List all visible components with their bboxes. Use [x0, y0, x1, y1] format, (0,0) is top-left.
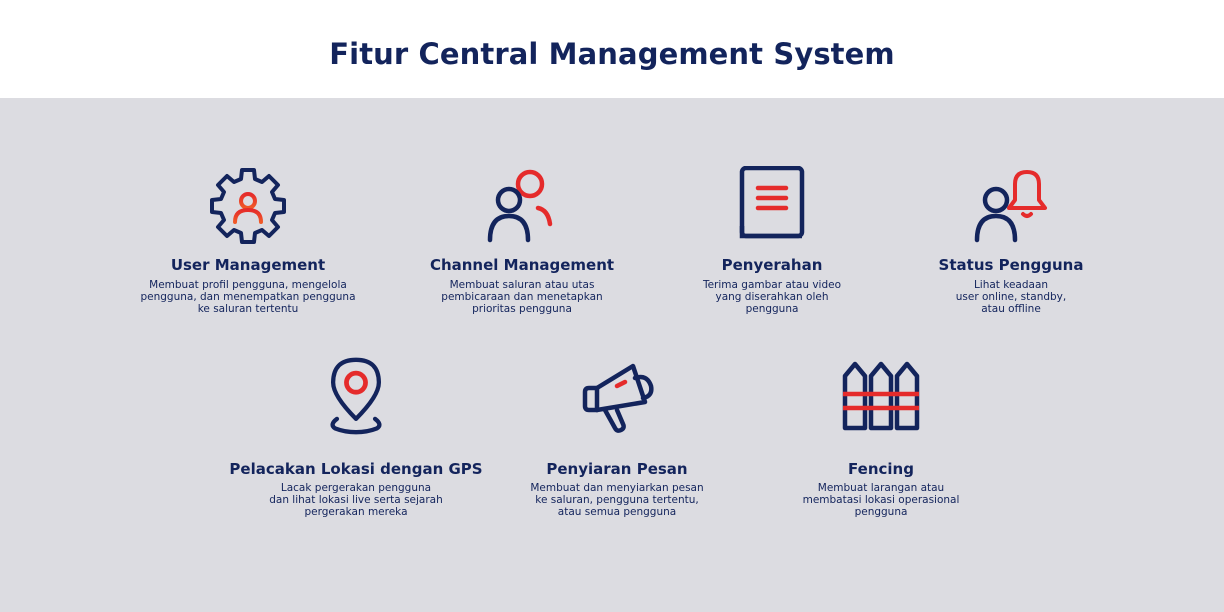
- desc-line: atau offline: [981, 303, 1041, 315]
- megaphone-icon: [577, 356, 657, 436]
- feature-description: Terima gambar atau video yang diserahkan…: [652, 279, 892, 315]
- desc-line: yang diserahkan oleh: [715, 291, 829, 303]
- feature-title: Pelacakan Lokasi dengan GPS: [229, 460, 483, 478]
- desc-line: atau semua pengguna: [557, 506, 677, 518]
- desc-line: pengguna, dan menempatkan pengguna: [140, 291, 356, 303]
- desc-line: Membuat profil pengguna, mengelola: [149, 279, 347, 291]
- feature-title: Fencing: [848, 460, 914, 478]
- features-panel: User Management Membuat profil pengguna,…: [0, 98, 1224, 612]
- location-pin-icon: [316, 356, 396, 436]
- desc-line: Membuat larangan atau: [817, 482, 945, 494]
- feature-title: User Management: [170, 256, 326, 274]
- desc-line: pengguna: [745, 303, 799, 315]
- feature-description: Membuat profil pengguna, mengelola pengg…: [128, 279, 368, 315]
- page-title: Fitur Central Management System: [329, 37, 895, 71]
- desc-line: pengguna: [854, 506, 908, 518]
- desc-line: Membuat dan menyiarkan pesan: [530, 482, 704, 494]
- desc-line: Terima gambar atau video: [702, 279, 842, 291]
- feature-description: Membuat dan menyiarkan pesan ke saluran,…: [497, 482, 737, 518]
- feature-description: Lacak pergerakan pengguna dan lihat loka…: [236, 482, 476, 518]
- desc-line: prioritas pengguna: [472, 303, 572, 315]
- fence-icon: [841, 356, 921, 436]
- desc-line: user online, standby,: [955, 291, 1067, 303]
- gear-user-icon: [208, 166, 288, 246]
- feature-description: Membuat saluran atau utas pembicaraan da…: [402, 279, 642, 315]
- desc-line: pergerakan mereka: [304, 506, 408, 518]
- document-icon: [732, 166, 812, 246]
- desc-line: pembicaraan dan menetapkan: [441, 291, 603, 303]
- desc-line: Lihat keadaan: [973, 279, 1049, 291]
- feature-title: Status Pengguna: [938, 256, 1084, 274]
- desc-line: ke saluran, pengguna tertentu,: [535, 494, 699, 506]
- header: Fitur Central Management System: [0, 0, 1224, 98]
- users-icon: [482, 166, 562, 246]
- feature-description: Lihat keadaan user online, standby, atau…: [891, 279, 1131, 315]
- feature-title: Penyiaran Pesan: [546, 460, 688, 478]
- feature-title: Channel Management: [429, 256, 615, 274]
- user-bell-icon: [971, 166, 1051, 246]
- desc-line: membatasi lokasi operasional: [802, 494, 960, 506]
- desc-line: dan lihat lokasi live serta sejarah: [269, 494, 443, 506]
- feature-title: Penyerahan: [721, 256, 823, 274]
- feature-description: Membuat larangan atau membatasi lokasi o…: [761, 482, 1001, 518]
- desc-line: Lacak pergerakan pengguna: [280, 482, 432, 494]
- desc-line: Membuat saluran atau utas: [449, 279, 595, 291]
- desc-line: ke saluran tertentu: [197, 303, 299, 315]
